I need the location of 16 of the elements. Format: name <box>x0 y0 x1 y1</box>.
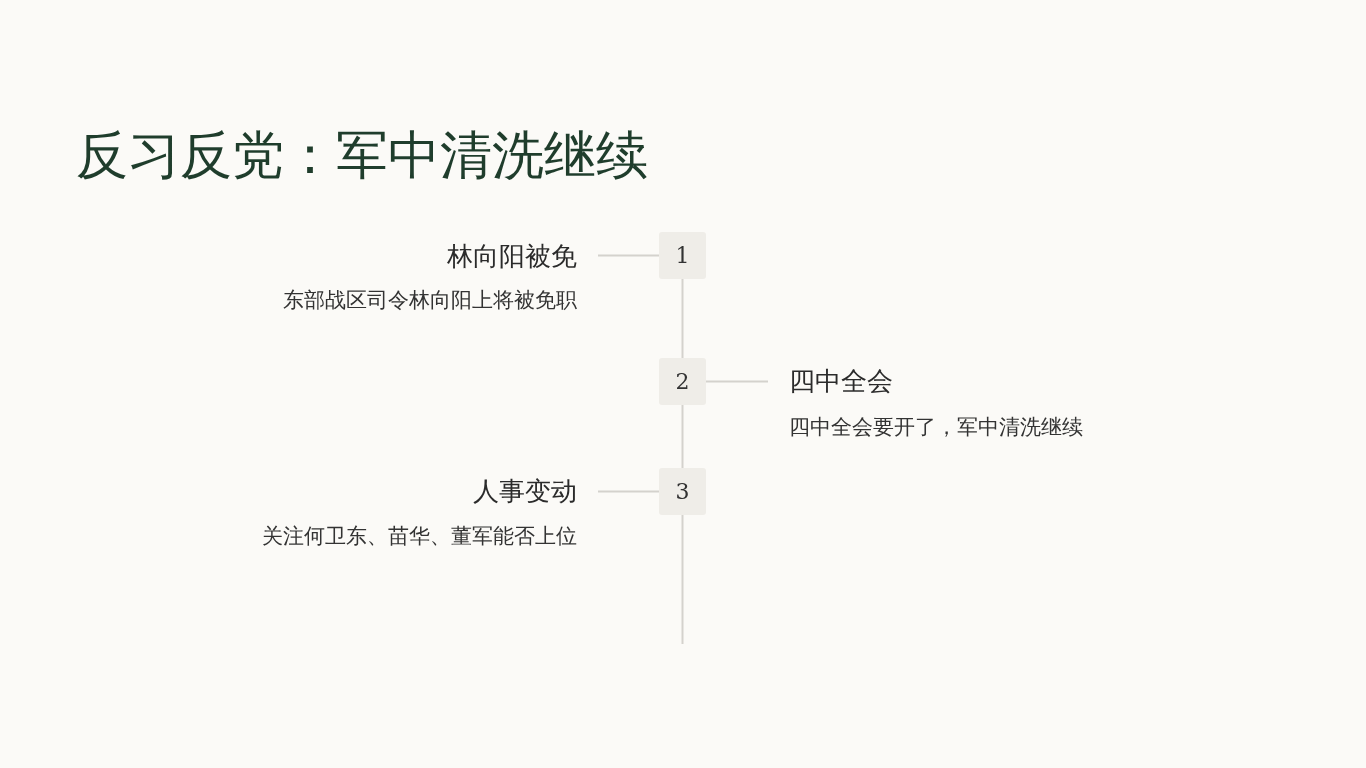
entry-description: 东部战区司令林向阳上将被免职 <box>283 287 577 314</box>
entry-heading: 林向阳被免 <box>447 240 577 273</box>
connector-line <box>705 380 769 383</box>
connector-line <box>681 278 684 359</box>
connector-line <box>597 490 660 493</box>
step-number-tile: 2 <box>659 358 706 405</box>
connector-line <box>597 254 660 257</box>
connector-line <box>681 404 684 469</box>
entry-description: 四中全会要开了，军中清洗继续 <box>789 414 1083 441</box>
entry-heading: 人事变动 <box>473 475 577 508</box>
step-number-tile: 1 <box>659 232 706 279</box>
entry-heading: 四中全会 <box>789 365 893 398</box>
page-title: 反习反党：军中清洗继续 <box>76 124 648 187</box>
connector-line <box>681 514 684 645</box>
step-number-tile: 3 <box>659 468 706 515</box>
entry-description: 关注何卫东、苗华、董军能否上位 <box>262 523 577 550</box>
